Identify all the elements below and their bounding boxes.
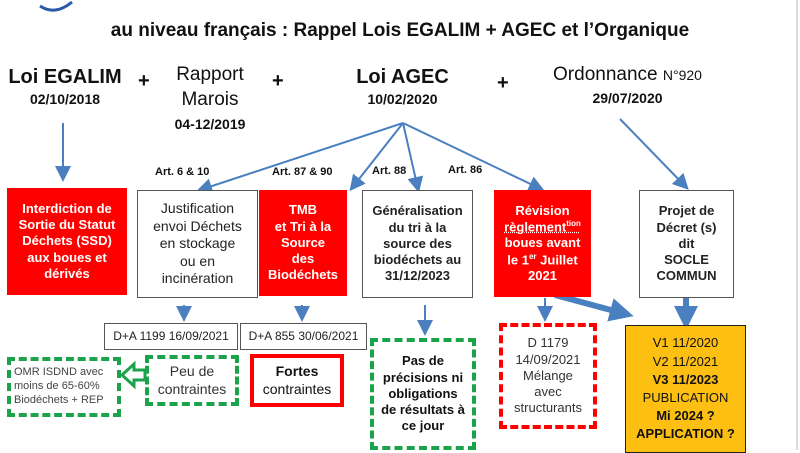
box-text-line: tion (566, 218, 581, 228)
box-text-line: dit (678, 235, 695, 251)
box-text-line: Sortie du Statut (18, 217, 116, 233)
box-text-line: 31/12/2023 (384, 268, 451, 284)
marois-date: 04-12/2019 (174, 116, 246, 132)
ordonnance-num: N°920 (662, 67, 702, 83)
box-text-line: Juillet (536, 251, 578, 267)
box-text-line: biodéchets au (373, 252, 462, 268)
box-text-line: ou en (179, 252, 216, 269)
box-text-line: Source (280, 234, 326, 250)
marois-line1: Rapport (176, 64, 244, 85)
box-text-line: de résultats à (381, 402, 465, 418)
law-agec-date: 10/02/2020 (367, 91, 438, 107)
logo-arc (39, 0, 73, 12)
box-text-line: ce jour (401, 418, 445, 434)
decree-855: D+A 855 30/06/2021 (240, 323, 367, 350)
article-label: Art. 87 & 90 (272, 166, 333, 178)
box-text-line: envoi Déchets (153, 217, 242, 234)
article-label: Art. 88 (372, 165, 407, 177)
box-text-line: D 1179 (527, 335, 569, 351)
law-egalim: Loi EGALIM 02/10/2018 (5, 66, 125, 107)
box-text-line: Déchets (SSD) (22, 233, 112, 249)
plus-sign: + (138, 70, 150, 92)
box-text-line: précisions ni (382, 369, 464, 385)
box-text-line: COMMUN (656, 268, 717, 284)
box-text-line: structurants (514, 400, 582, 416)
law-agec: Loi AGEC 10/02/2020 (345, 66, 460, 107)
decree-1199: D+A 1199 16/09/2021 (104, 323, 238, 350)
article-label: Art. 6 & 10 (155, 166, 210, 178)
plus-sign: + (497, 72, 509, 94)
law-egalim-date: 02/10/2018 (29, 91, 101, 107)
box-text-line: 14/09/2021 (515, 351, 581, 367)
box-text-line: Pas de (402, 353, 444, 369)
box-text-line: le 1 (507, 251, 529, 267)
box-revision: Révision règlementtion boues avant le 1e… (494, 190, 591, 297)
box-text-line: Projet de (658, 203, 715, 219)
box-text-line: en stockage (159, 235, 236, 252)
box-text-line: règlement (504, 219, 567, 235)
box-text-line: OMR ISDND avec (14, 366, 104, 379)
box-text-line: aux boues et (27, 249, 107, 265)
box-text-line: Révision (515, 202, 570, 218)
box-text-line: source des (383, 235, 452, 251)
law-marois: Rapport Marois 04-12/2019 (160, 62, 260, 137)
box-text-line: Interdiction de (22, 200, 112, 216)
law-egalim-name: Loi EGALIM (8, 66, 122, 88)
box-text-line: APPLICATION ? (636, 426, 735, 442)
marois-line2: Marois (181, 89, 239, 110)
ordonnance-name: Ordonnance (553, 64, 658, 85)
page-title: au niveau français : Rappel Lois EGALIM … (110, 20, 690, 41)
box-text-line: Fortes (275, 363, 319, 379)
ordonnance-date: 29/07/2020 (592, 90, 663, 106)
box-text-line: SOCLE (664, 252, 709, 268)
box-text-line: et Tri à la (274, 218, 332, 234)
box-text-line: du tri à la (388, 219, 447, 235)
box-text-line: obligations (388, 385, 458, 401)
box-text-line: incinération (161, 270, 234, 287)
box-text-line: contraintes (262, 380, 332, 397)
box-text-line: er (528, 251, 537, 261)
box-text-line: Biodéchets + REP (14, 393, 104, 406)
box-text-line: avec (534, 384, 562, 400)
box-text-line: Peu de (169, 363, 215, 379)
box-text-line: Biodéchets (267, 267, 339, 283)
box-text-line: Mi 2024 ? (656, 408, 715, 424)
box-text-line: Mélange (523, 367, 573, 383)
box-text-line: PUBLICATION (642, 390, 729, 405)
plus-sign: + (272, 70, 284, 92)
box-text-line: Généralisation (372, 203, 463, 219)
box-text-line: V3 11/2023 (652, 371, 719, 387)
box-text-line: moins de 65-60% (14, 380, 100, 393)
article-label: Art. 86 (448, 164, 483, 176)
box-text-line: dérivés (44, 265, 90, 281)
box-text-line: Décret (s) (656, 219, 717, 235)
law-agec-name: Loi AGEC (356, 66, 449, 88)
law-ordonnance: Ordonnance N°920 29/07/2020 (530, 64, 725, 106)
box-text-line: boues avant (504, 235, 581, 251)
box-text-line: contraintes (157, 380, 227, 397)
box-text-line: TMB (288, 202, 318, 218)
box-text-line: V2 11/2021 (652, 353, 719, 369)
box-text-line: V1 11/2020 (652, 335, 719, 351)
arrow-left-icon (119, 360, 147, 390)
box-text-line: des (291, 251, 315, 267)
box-text-line: 2021 (528, 268, 557, 284)
box-text-line: Justification (160, 200, 235, 217)
